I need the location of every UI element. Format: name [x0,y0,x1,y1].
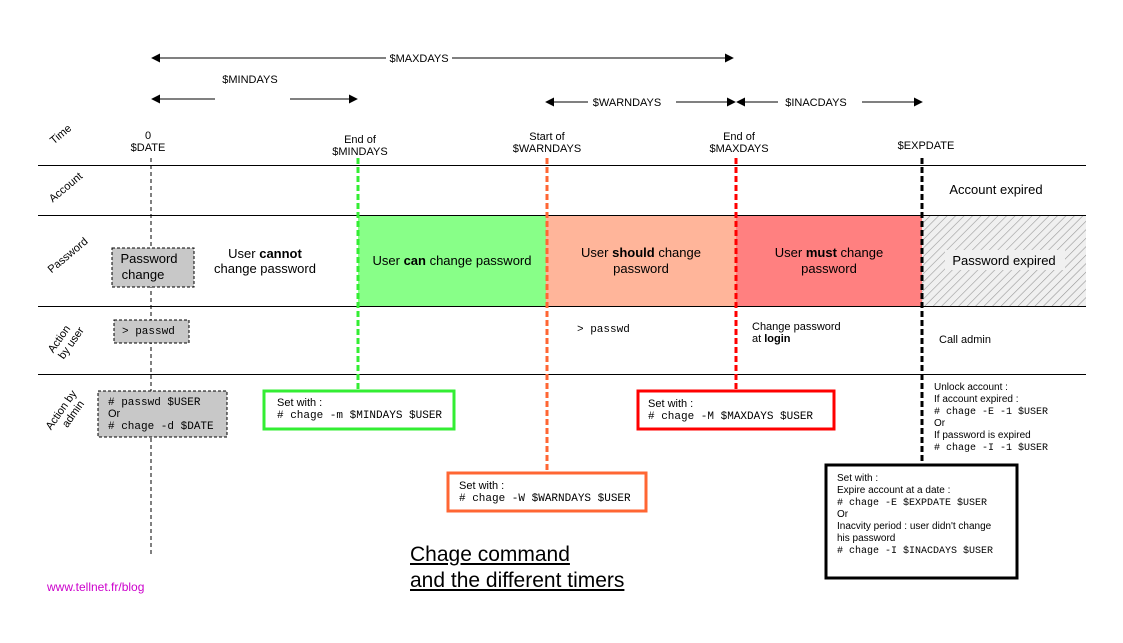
marker-expdate: $EXPDATE [898,140,955,152]
mindays-span-label: $MINDAYS [222,74,277,86]
mindays-span: $MINDAYS [151,74,358,104]
svg-text:Set with :: Set with : [459,480,504,492]
maxdays-span-label: $MAXDAYS [389,53,448,65]
svg-text:password: password [801,261,857,276]
inacdays-span: $INACDAYS [736,97,923,109]
password-change-box: Password change [111,247,195,288]
maxdays-span: $MAXDAYS [151,50,734,66]
admin-expire-box: Set with : Expire account at a date : # … [824,463,1019,580]
change-at-login: Change password at login [752,321,841,345]
svg-text:If account expired :: If account expired : [934,394,1019,405]
svg-text:# chage -I -1 $USER: # chage -I -1 $USER [934,442,1048,454]
admin-warndays-box: Set with : # chage -W $WARNDAYS $USER [446,471,648,513]
svg-text:If password is expired: If password is expired [934,430,1031,441]
svg-text:# chage -E $EXPDATE $USER: # chage -E $EXPDATE $USER [837,497,987,509]
svg-text:# chage -E -1 $USER: # chage -E -1 $USER [934,406,1048,418]
marker-end-mindays-1: $MINDAYS [332,146,387,158]
password-change-line1: Password [120,251,177,266]
svg-text:change password: change password [214,261,316,276]
marker-date-0: 0 [145,130,151,142]
row-label-account: Account [47,170,85,205]
band-must [736,215,922,306]
password-must: User must change password [775,245,883,276]
svg-text:# chage -d $DATE: # chage -d $DATE [108,421,214,433]
svg-text:Or: Or [934,418,946,429]
diagram-title-line1: Chage command [410,543,570,566]
svg-text:# chage -M $MAXDAYS $USER: # chage -M $MAXDAYS $USER [648,411,813,423]
warndays-span-label: $WARNDAYS [593,97,661,109]
password-can: User can change password [373,253,532,268]
svg-text:Unlock account :: Unlock account : [934,382,1008,393]
marker-start-warndays-0: Start of [529,131,565,143]
admin-maxdays-box: Set with : # chage -M $MAXDAYS $USER [636,389,836,431]
password-expired-label: Password expired [952,253,1055,268]
svg-text:Expire account at a date :: Expire account at a date : [837,485,950,496]
footer-link[interactable]: www.tellnet.fr/blog [47,580,145,594]
admin-unlock: Unlock account : If account expired : # … [934,382,1048,454]
svg-text:Change password: Change password [752,321,841,333]
svg-text:Inacvity period : user didn't: Inacvity period : user didn't change [837,521,992,532]
passwd-box-user: > passwd [113,319,190,344]
svg-text:at login: at login [752,333,791,345]
svg-text:# passwd $USER: # passwd $USER [108,397,201,409]
marker-end-mindays-0: End of [344,134,377,146]
admin-mindays-box: Set with : # chage -m $MINDAYS $USER [262,389,456,431]
account-expired-label: Account expired [949,182,1042,197]
timer-lines [150,158,924,555]
svg-text:# chage -I $INACDAYS $USER: # chage -I $INACDAYS $USER [837,545,993,557]
row-labels: Time Account Password Action by user Act… [44,122,91,432]
passwd-warn-command: > passwd [577,324,630,336]
band-should [546,215,736,306]
marker-end-maxdays-1: $MAXDAYS [709,143,768,155]
marker-date-1: $DATE [131,142,166,154]
row-label-password: Password [46,236,91,276]
band-can [358,215,546,306]
marker-start-warndays-1: $WARNDAYS [513,143,581,155]
svg-text:Set with :: Set with : [648,398,693,410]
svg-text:User must change: User must change [775,245,883,260]
marker-end-maxdays-0: End of [723,131,756,143]
svg-text:his password: his password [837,533,895,544]
svg-text:# chage -m $MINDAYS $USER: # chage -m $MINDAYS $USER [277,410,442,422]
row-label-time: Time [48,122,74,147]
marker-labels: 0 $DATE End of $MINDAYS Start of $WARNDA… [131,130,955,158]
svg-text:Or: Or [837,509,849,520]
svg-text:Set with :: Set with : [277,397,322,409]
password-cannot: User cannot change password [214,246,316,276]
admin-date-box: # passwd $USER Or # chage -d $DATE [97,390,228,438]
password-should: User should change password [581,245,701,276]
svg-text:User should change: User should change [581,245,701,260]
diagram-title: Chage command and the different timers [410,542,624,594]
password-change-line2: change [122,267,165,282]
svg-text:Or: Or [108,408,121,420]
diagram-title-line2: and the different timers [410,569,625,592]
svg-text:Set with :: Set with : [837,473,878,484]
svg-text:password: password [613,261,669,276]
svg-text:> passwd: > passwd [122,326,175,338]
call-admin-label: Call admin [939,334,991,346]
warndays-span: $WARNDAYS [545,97,736,109]
svg-text:# chage -W $WARNDAYS $USER: # chage -W $WARNDAYS $USER [459,493,631,505]
svg-text:User can change password: User can change password [373,253,532,268]
inacdays-span-label: $INACDAYS [785,97,847,109]
row-separators [38,165,1086,375]
svg-text:User cannot: User cannot [228,246,302,261]
